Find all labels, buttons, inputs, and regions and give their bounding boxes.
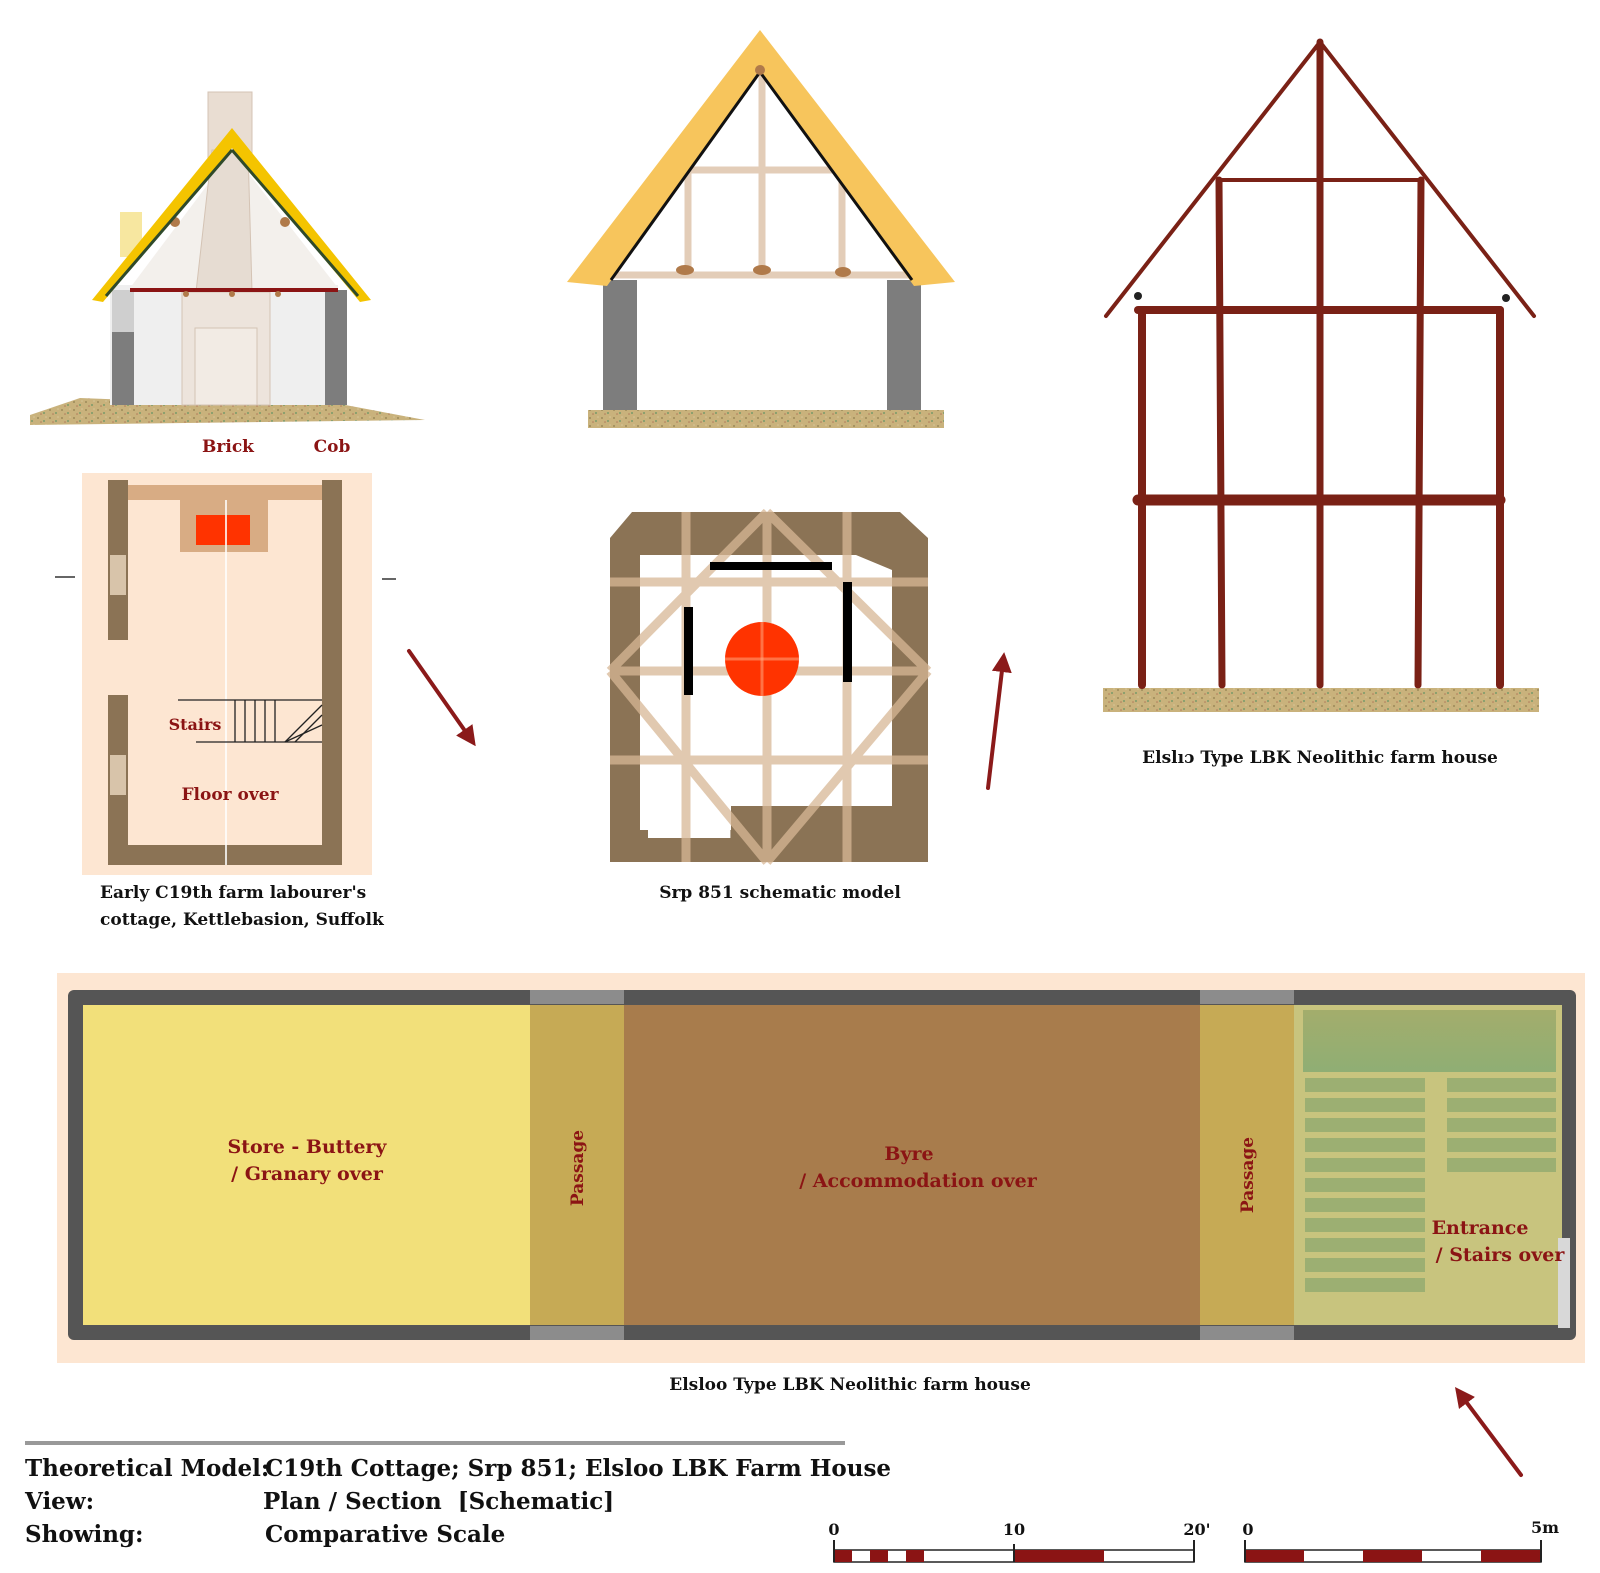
srp-section <box>567 30 955 428</box>
srp-thatch-roof <box>567 30 955 286</box>
srp-plan-bench-top <box>710 562 832 570</box>
room-passage-2 <box>1200 1005 1294 1325</box>
room-store-label-1: Store - Buttery <box>228 1136 388 1158</box>
footer-value-view: Plan / Section [Schematic] <box>263 1488 614 1515</box>
room-passage-2-label: Passage <box>1238 1137 1258 1213</box>
cottage-brick-wall <box>112 332 134 405</box>
elsloo-section-caption: Elslıɔ Type LBK Neolithic farm house <box>1142 748 1498 768</box>
room-byre-label-1: Byre <box>884 1143 933 1165</box>
arrow-longhouse-to-section <box>1455 1387 1523 1477</box>
longhouse-stairs <box>1303 1010 1556 1292</box>
cottage-plan-stairs <box>178 699 323 743</box>
scale-bar-imperial: 0 10 20' <box>828 1520 1211 1563</box>
longhouse-caption: Elsloo Type LBK Neolithic farm house <box>669 1375 1031 1395</box>
room-store-label-2: / Granary over <box>231 1163 384 1185</box>
label-stairs: Stairs <box>169 715 222 734</box>
elsloo-section: Elslıɔ Type LBK Neolithic farm house <box>1103 38 1539 768</box>
arrow-cottage-to-srp <box>407 649 476 747</box>
scale-bar-metric: 0 5m <box>1242 1518 1559 1563</box>
footer-key-view: View: <box>24 1488 94 1515</box>
scale-imperial-tick-20: 20' <box>1183 1520 1210 1539</box>
cottage-plan-hearth <box>196 515 250 545</box>
scale-metric-tick-0: 0 <box>1242 1520 1253 1539</box>
label-brick: Brick <box>202 437 255 457</box>
srp-plan: Srp 851 schematic model <box>606 508 932 903</box>
scale-imperial-tick-0: 0 <box>828 1520 839 1539</box>
elsloo-timber-frame <box>1104 38 1536 689</box>
srp-plan-bench-left <box>684 607 693 695</box>
scale-imperial-tick-10: 10 <box>1003 1520 1025 1539</box>
footer-title-block: Theoretical Model: C19th Cottage; Srp 85… <box>24 1441 891 1548</box>
cottage-caption-line2: cottage, Kettlebasion, Suffolk <box>100 910 385 930</box>
arrow-srp-to-elsloo <box>986 652 1012 790</box>
footer-value-showing: Comparative Scale <box>265 1521 505 1548</box>
room-entrance-label-2: / Stairs over <box>1436 1244 1566 1266</box>
footer-key-showing: Showing: <box>25 1521 144 1548</box>
footer-value-model: C19th Cottage; Srp 851; Elsloo LBK Farm … <box>265 1455 891 1482</box>
comparison-arrows <box>407 649 1523 1477</box>
label-cob: Cob <box>314 437 351 457</box>
srp-plan-bench-right <box>843 582 852 682</box>
room-entrance-label-1: Entrance <box>1432 1217 1529 1239</box>
room-passage-1 <box>530 1005 624 1325</box>
cottage-plan: Stairs Floor over Early C19th farm labou… <box>55 473 396 930</box>
longhouse-plan: Store - Buttery / Granary over Passage B… <box>57 973 1585 1395</box>
room-store <box>83 1005 530 1325</box>
footer-key-model: Theoretical Model: <box>25 1455 269 1482</box>
cottage-cob-wall <box>325 290 347 405</box>
room-passage-1-label: Passage <box>568 1130 588 1206</box>
srp-right-wall <box>887 280 921 410</box>
cottage-caption-line1: Early C19th farm labourer's <box>100 883 366 903</box>
scale-metric-tick-5m: 5m <box>1531 1518 1559 1537</box>
cottage-section: Brick Cob <box>30 91 425 457</box>
room-byre <box>624 1005 1200 1325</box>
srp-left-wall <box>603 280 637 410</box>
room-byre-label-2: / Accommodation over <box>799 1170 1037 1192</box>
elsloo-ground <box>1103 688 1539 712</box>
srp-caption: Srp 851 schematic model <box>659 883 901 903</box>
cottage-plan-right-wall <box>322 480 342 865</box>
srp-ground <box>588 410 944 428</box>
label-floor-over: Floor over <box>181 785 279 805</box>
